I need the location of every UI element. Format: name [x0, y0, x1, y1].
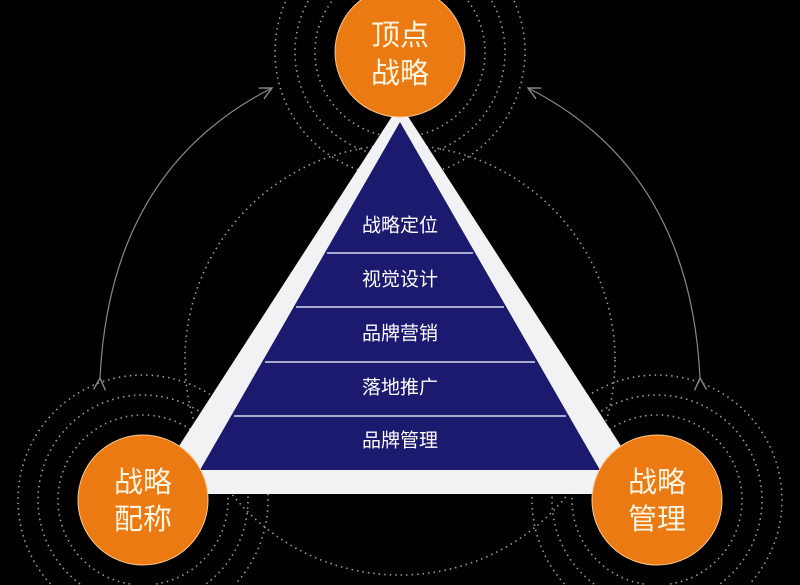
pyramid-dividers: [234, 252, 566, 417]
pyramid: [200, 122, 600, 470]
node-top-line1: 顶点: [371, 18, 429, 52]
node-right-line2: 管理: [628, 502, 686, 536]
node-top-line2: 战略: [371, 56, 429, 90]
arrow-left: [100, 88, 272, 378]
node-right-line1: 战略: [628, 465, 686, 499]
dotted-ring: [57, 414, 229, 585]
node-left-line2: 配称: [114, 502, 172, 536]
dotted-ring: [294, 0, 506, 158]
layer-label: 视觉设计: [362, 269, 438, 291]
layer-label: 落地推广: [362, 377, 438, 399]
node-right: 战略 管理: [591, 434, 723, 566]
layer-label: 品牌管理: [362, 430, 438, 452]
node-top: 顶点 战略: [334, 0, 466, 118]
dotted-ring: [571, 414, 743, 585]
layer-label: 品牌营销: [362, 323, 438, 345]
node-left-line1: 战略: [114, 465, 172, 499]
arrow-right: [528, 88, 700, 378]
node-left: 战略 配称: [77, 434, 209, 566]
layer-label: 战略定位: [362, 215, 438, 237]
